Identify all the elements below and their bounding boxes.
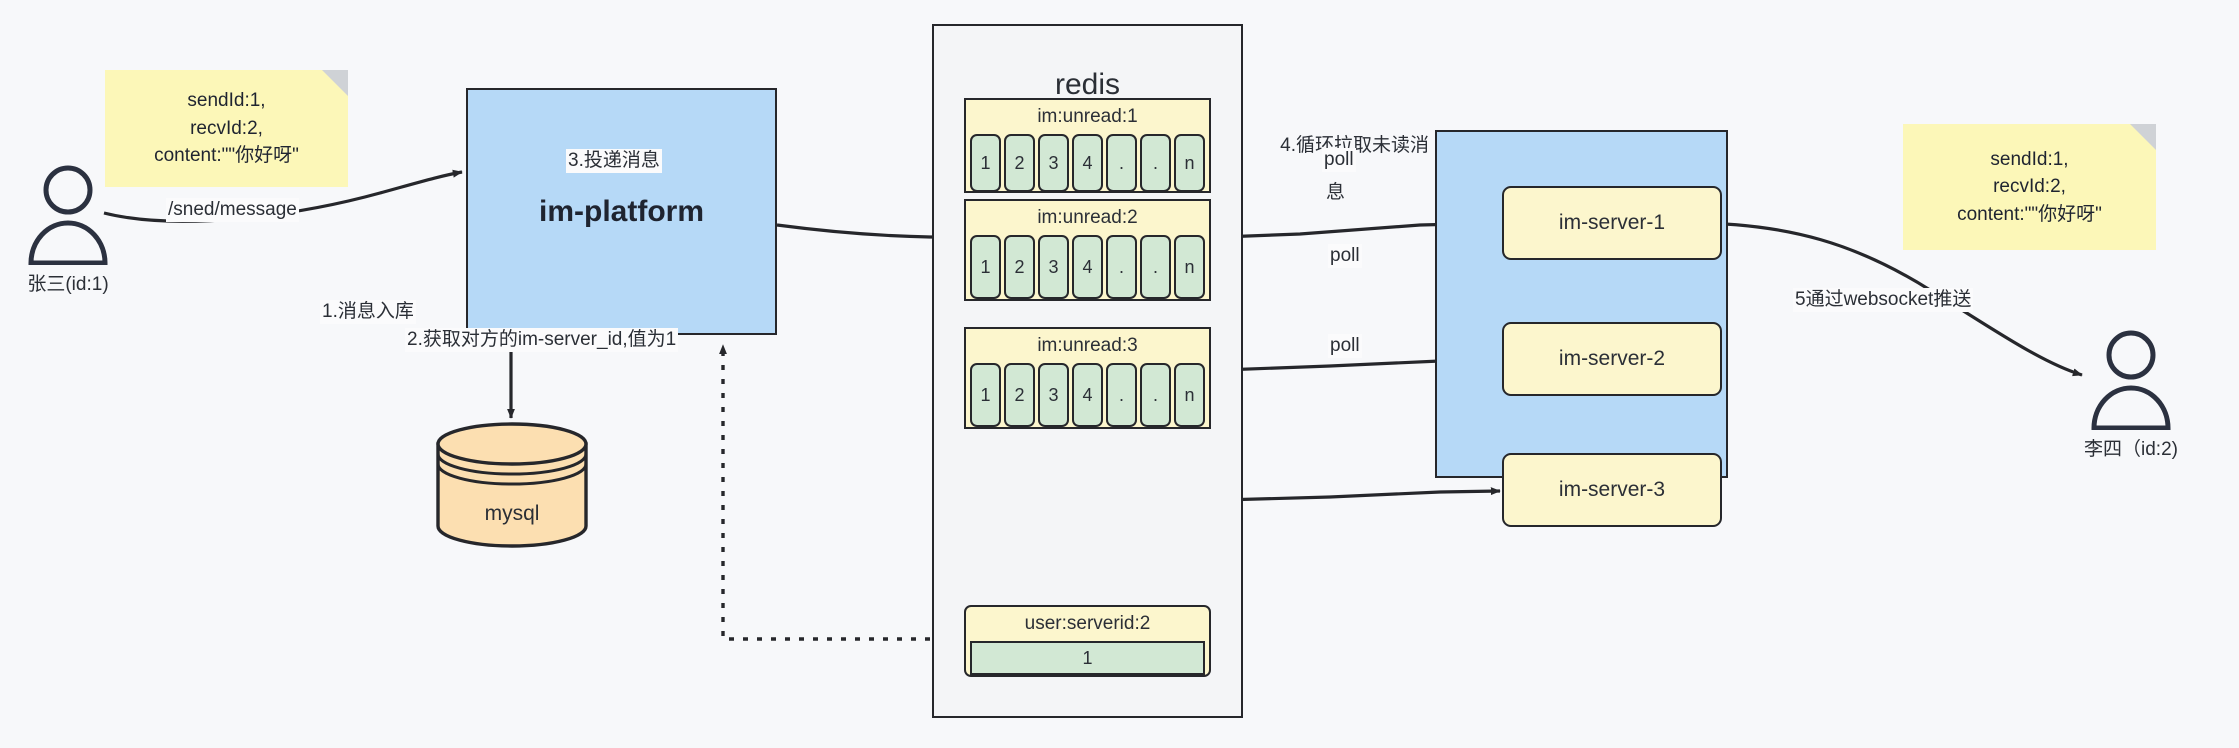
note-right-line2: recvId:2,: [1993, 176, 2066, 198]
redis-cell: 2: [1004, 134, 1035, 192]
edge-label-step4-line2: 息: [1326, 182, 1346, 204]
user-icon: [28, 165, 108, 266]
im-server-1-box[interactable]: im-server-1: [1502, 186, 1722, 260]
redis-cell: 2: [1004, 363, 1035, 427]
redis-cells-2: 1 2 3 4 . . n: [966, 363, 1209, 427]
edge-get-serverid: [719, 344, 958, 641]
im-server-cluster: [1435, 130, 1728, 478]
redis-cells-1: 1 2 3 4 . . n: [966, 235, 1209, 299]
note-left-line3: content:""你好呀": [154, 145, 299, 167]
redis-title: redis: [1054, 68, 1121, 101]
im-server-3-label: im-server-3: [1558, 478, 1666, 501]
note-left-line1: sendId:1,: [187, 90, 266, 112]
im-server-3-box[interactable]: im-server-3: [1502, 453, 1722, 527]
redis-cells-0: 1 2 3 4 . . n: [966, 134, 1209, 192]
database-cylinder-icon: [436, 422, 588, 548]
redis-kv-value: 1: [970, 641, 1205, 675]
redis-cell: 3: [1038, 134, 1069, 192]
edge-label-poll-3: poll: [1328, 334, 1362, 358]
redis-key-name-2: im:unread:3: [1037, 334, 1138, 356]
note-fold-icon: [2130, 124, 2156, 150]
im-platform-box[interactable]: im-platform: [466, 88, 777, 335]
redis-cell: 1: [970, 363, 1001, 427]
redis-cell: 4: [1072, 363, 1103, 427]
redis-cell: n: [1174, 235, 1205, 299]
redis-cell: 3: [1038, 235, 1069, 299]
edge-label-send-message: /sned/message: [166, 198, 299, 222]
edge-label-step4-line1: 4.循环拉取未读消: [1280, 134, 1429, 156]
redis-cell: .: [1106, 134, 1137, 192]
note-right-line3: content:""你好呀": [1957, 203, 2102, 225]
im-server-2-label: im-server-2: [1558, 347, 1666, 370]
redis-cell: n: [1174, 134, 1205, 192]
mysql-database[interactable]: mysql: [432, 420, 592, 550]
actor-receiver: 李四（id:2): [2084, 330, 2178, 460]
redis-key-name-1: im:unread:2: [1037, 206, 1138, 228]
actor-sender-label: 张三(id:1): [27, 274, 109, 295]
redis-cell: .: [1140, 134, 1171, 192]
edge-label-step1: 1.消息入库: [320, 300, 416, 324]
redis-key-block-0[interactable]: im:unread:1 1 2 3 4 . . n: [964, 98, 1211, 193]
redis-cell: .: [1140, 235, 1171, 299]
redis-key-block-1[interactable]: im:unread:2 1 2 3 4 . . n: [964, 199, 1211, 301]
actor-sender: 张三(id:1): [25, 165, 111, 295]
redis-cell: 4: [1072, 134, 1103, 192]
redis-cell: 1: [970, 134, 1001, 192]
im-platform-label: im-platform: [539, 194, 704, 228]
edge-deliver-message: [776, 223, 959, 241]
redis-cell: 2: [1004, 235, 1035, 299]
edge-label-step4: 4.循环拉取未读消 息: [1257, 110, 1429, 229]
note-right-line1: sendId:1,: [1990, 148, 2069, 170]
im-server-1-label: im-server-1: [1558, 211, 1666, 234]
redis-cell: 1: [970, 235, 1001, 299]
redis-cell: .: [1106, 363, 1137, 427]
redis-key-name-0: im:unread:1: [1037, 105, 1138, 127]
redis-cell: n: [1174, 363, 1205, 427]
edge-poll-3: [1221, 487, 1501, 502]
sticky-note-left: sendId:1, recvId:2, content:""你好呀": [105, 70, 348, 187]
note-fold-icon: [322, 70, 348, 96]
mysql-label: mysql: [484, 502, 540, 525]
redis-key-block-2[interactable]: im:unread:3 1 2 3 4 . . n: [964, 327, 1211, 429]
im-server-2-box[interactable]: im-server-2: [1502, 322, 1722, 396]
edge-label-poll-2: poll: [1328, 244, 1362, 268]
redis-cell: 4: [1072, 235, 1103, 299]
actor-receiver-label: 李四（id:2): [2084, 439, 2178, 460]
redis-kv-name: user:serverid:2: [1024, 612, 1151, 634]
edge-label-step3: 3.投递消息: [566, 149, 662, 173]
user-icon: [2091, 330, 2171, 431]
note-left-line2: recvId:2,: [190, 117, 263, 139]
redis-cell: .: [1140, 363, 1171, 427]
redis-cell: 3: [1038, 363, 1069, 427]
edge-label-step5: 5通过websocket推送: [1793, 288, 1974, 312]
sticky-note-right: sendId:1, recvId:2, content:""你好呀": [1903, 124, 2156, 250]
redis-cell: .: [1106, 235, 1137, 299]
edge-label-poll-1: poll: [1322, 148, 1356, 172]
edge-label-step2: 2.获取对方的im-server_id,值为1: [405, 328, 679, 352]
redis-kv-block[interactable]: user:serverid:2 1: [964, 605, 1211, 677]
